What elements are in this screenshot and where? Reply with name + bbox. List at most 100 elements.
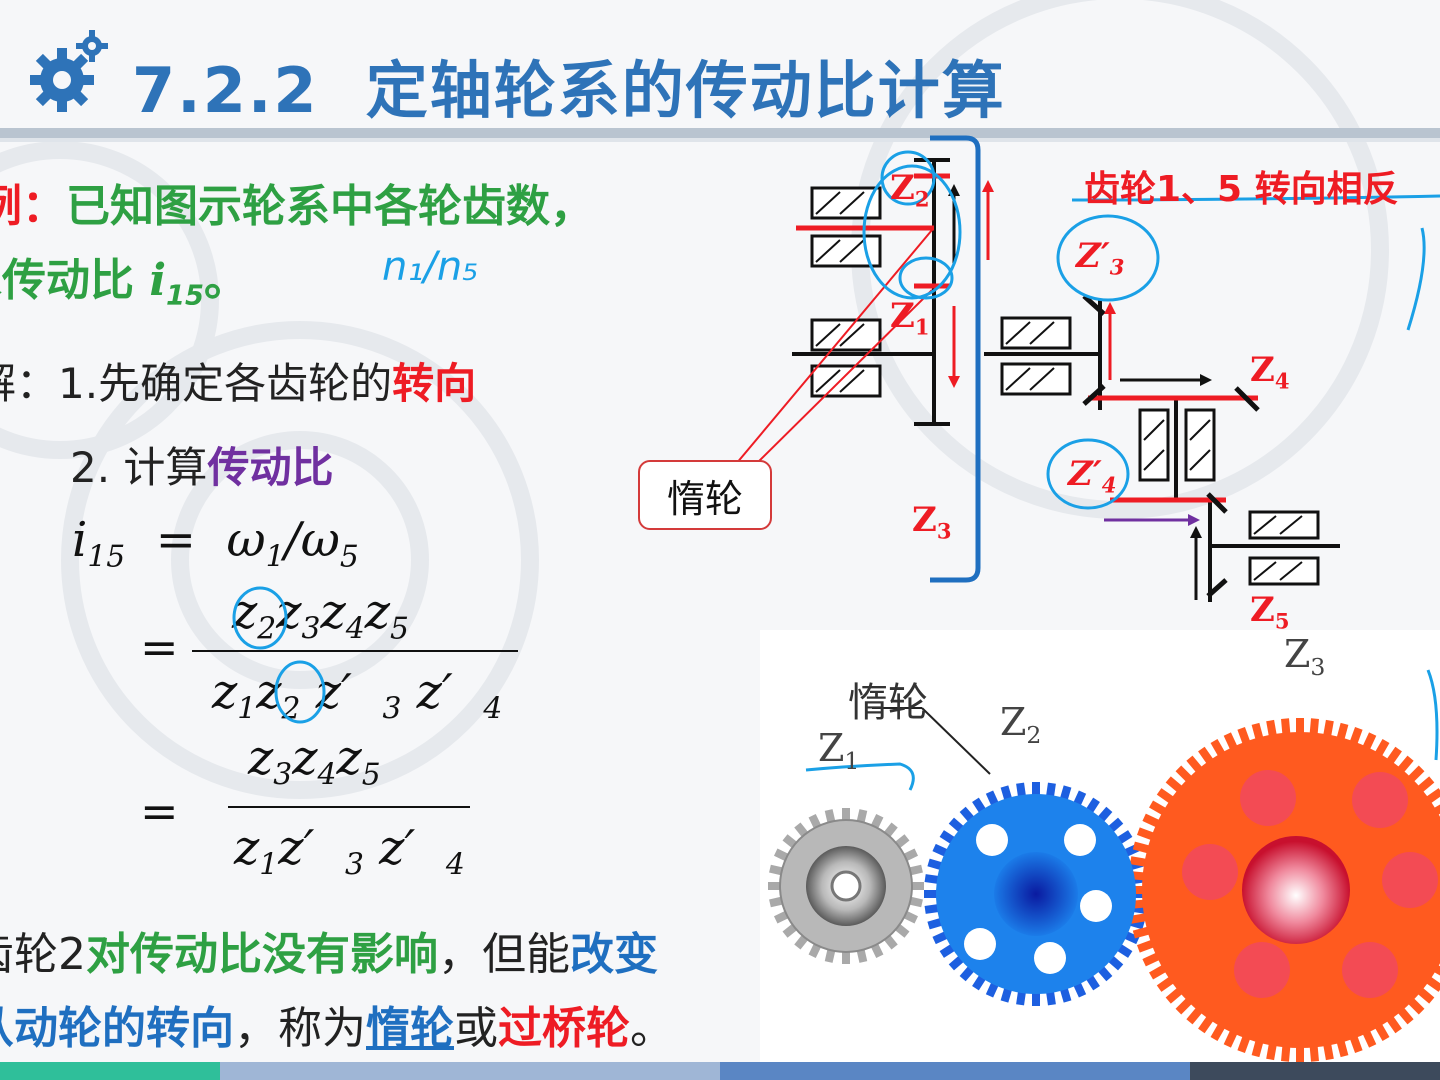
gear-tooth — [1296, 718, 1304, 736]
formula-annotations — [232, 586, 326, 724]
n2-z: z — [276, 584, 302, 640]
gear-train-diagram — [735, 135, 1440, 602]
label-z4: Z4 — [1250, 350, 1290, 393]
problem-text-2: 求传动比 — [0, 255, 134, 306]
conclusion-or: 或 — [454, 1003, 498, 1054]
fraction-1-eq: = — [140, 620, 179, 674]
fraction-2-bar — [228, 806, 470, 808]
n4-z: z — [364, 584, 390, 640]
d2c-s: 4 — [445, 847, 465, 883]
n2c-z: z — [336, 730, 362, 786]
n2-s: 3 — [301, 611, 321, 647]
photo-z1: Z1 — [818, 726, 859, 775]
formula-omega-5: ω — [300, 512, 340, 568]
handwritten-note: n₁/n₅ — [382, 244, 479, 290]
d2b-z: z′ — [278, 820, 315, 876]
conclusion-line-2: 从动轮的转向，称为惰轮或过桥轮。 — [0, 992, 674, 1056]
n2b-s: 4 — [317, 757, 337, 793]
formula-line-1: i15 = ω1/ω5 — [72, 512, 359, 574]
gear-tooth — [1309, 1043, 1319, 1062]
photo-z2: Z2 — [1000, 700, 1041, 749]
gear-tooth — [1309, 718, 1319, 737]
z4-letter: Z — [1250, 350, 1275, 390]
fraction-2-denominator: z1z′ 3 z′ 4 — [234, 820, 465, 882]
z3p-sub: 3 — [1109, 254, 1125, 280]
z5-sub: 5 — [1274, 608, 1290, 634]
title-divider-light — [0, 138, 1440, 142]
fraction-2-eq: = — [140, 784, 179, 838]
problem-var-sub: 15 — [166, 280, 204, 312]
z5-letter: Z — [1250, 590, 1275, 630]
d4-s: 4 — [483, 691, 503, 727]
formula-omega-1-sub: 1 — [265, 539, 285, 575]
n2a-z: z — [248, 730, 274, 786]
conclusion-change: 改变 — [570, 929, 658, 980]
d3-s: 3 — [382, 691, 402, 727]
photo-z3-letter: Z — [1284, 632, 1311, 676]
d2b-s: 3 — [344, 847, 364, 883]
z1-letter: Z — [890, 296, 915, 336]
photo-z3-sub: 3 — [1310, 653, 1326, 682]
n2b-z: z — [292, 730, 318, 786]
step2-text: 2. 计算 — [70, 443, 208, 492]
formula-omega-5-sub: 5 — [339, 539, 359, 575]
problem-line-1: 例：已知图示轮系中各轮齿数， — [0, 170, 594, 234]
conclusion-no-effect: 对传动比没有影响 — [86, 929, 438, 980]
d2c-z: z′ — [379, 820, 416, 876]
conclusion-gear2: 齿轮2 — [0, 929, 86, 980]
solution-step-2: 2. 计算传动比 — [70, 434, 333, 495]
gear-tooth — [1281, 1043, 1291, 1062]
z3p-letter: Z′ — [1076, 236, 1110, 276]
n3-s: 4 — [345, 611, 365, 647]
z1-sub: 1 — [914, 314, 930, 340]
gear-illustration: 惰轮 Z1 Z2 Z3 — [760, 630, 1440, 1070]
n4-s: 5 — [390, 611, 409, 647]
page-title: 7.2.2 定轴轮系的传动比计算 — [132, 40, 1006, 130]
d3-z: z′ — [315, 664, 352, 720]
solution-step-1: 解：1.先确定各齿轮的转向 — [0, 350, 476, 411]
conclusion-but: ，但能 — [438, 929, 570, 980]
d1-z: z — [212, 664, 238, 720]
label-z4-prime: Z′4 — [1068, 454, 1116, 497]
n3-z: z — [320, 584, 346, 640]
z3-letter: Z — [912, 500, 937, 540]
step2-highlight: 传动比 — [207, 443, 334, 492]
step1-highlight: 转向 — [392, 359, 477, 408]
gear-tooth — [842, 948, 850, 964]
gear-tooth — [1281, 718, 1291, 737]
conclusion-idler: 惰轮 — [366, 1003, 454, 1054]
d4-z: z′ — [416, 664, 453, 720]
gear-illustration-graphic — [768, 669, 1440, 1062]
fraction-1-bar — [192, 650, 518, 652]
direction-note: 齿轮1、5 转向相反 — [1084, 169, 1399, 210]
d1-s: 1 — [237, 691, 257, 727]
label-z3: Z3 — [912, 500, 952, 543]
photo-z2-letter: Z — [1000, 700, 1027, 744]
conclusion-end: 。 — [630, 1003, 674, 1054]
gear-tooth — [1032, 990, 1040, 1006]
title-divider — [0, 128, 1440, 138]
z4p-letter: Z′ — [1068, 454, 1102, 494]
label-z1: Z1 — [890, 296, 930, 339]
label-z2: Z2 — [890, 168, 930, 211]
conclusion-driven-dir: 从动轮的转向 — [0, 1003, 234, 1054]
title-bar: 7.2.2 定轴轮系的传动比计算 — [0, 0, 1440, 132]
problem-line-2: 求传动比 i15。 — [0, 244, 248, 312]
n2a-s: 3 — [273, 757, 293, 793]
formula-omega-1: ω — [226, 512, 266, 568]
formula-eq: = — [155, 512, 196, 568]
label-z3-prime: Z′3 — [1076, 236, 1124, 279]
z3-sub: 3 — [936, 518, 952, 544]
gear-tooth — [1296, 1044, 1304, 1062]
title-number: 7.2.2 — [132, 54, 319, 127]
photo-z2-sub: 2 — [1026, 721, 1042, 750]
d2a-s: 1 — [259, 847, 279, 883]
problem-prefix: 例： — [0, 181, 66, 232]
formula-slash: / — [284, 512, 301, 568]
problem-var: i — [149, 255, 167, 306]
conclusion-line-1: 齿轮2对传动比没有影响，但能改变 — [0, 918, 658, 982]
label-z5: Z5 — [1250, 590, 1290, 633]
gear-tooth — [924, 890, 940, 898]
